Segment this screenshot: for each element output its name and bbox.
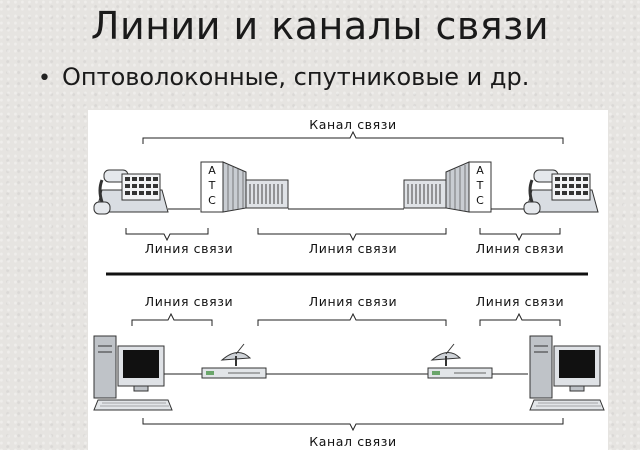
slide-title: Линии и каналы связи	[90, 4, 550, 48]
satellite-icon-left	[201, 343, 267, 379]
top-line-label-1: Линия связи	[145, 241, 233, 256]
bullet-marker: •	[38, 66, 51, 91]
bottom-line-brace-1	[131, 312, 213, 326]
bottom-channel-brace	[142, 418, 564, 432]
ats-left-letter-a: А	[208, 164, 216, 177]
bottom-line-label-2: Линия связи	[309, 294, 397, 309]
exchange-icon-right: А Т С	[403, 161, 492, 213]
ats-right-letter-a: А	[476, 164, 484, 177]
ats-left-letter-s: С	[208, 194, 216, 207]
bottom-line-label-3: Линия связи	[476, 294, 564, 309]
top-line-brace-1	[125, 228, 209, 242]
computer-icon-left	[93, 335, 173, 411]
top-line-brace-2	[257, 228, 447, 242]
top-line-label-2: Линия связи	[309, 241, 397, 256]
computer-icon-right	[529, 335, 605, 411]
top-channel-label: Канал связи	[309, 117, 396, 132]
ats-right-letter-s: С	[476, 194, 484, 207]
satellite-icon-right	[427, 343, 493, 379]
bottom-line-label-1: Линия связи	[145, 294, 233, 309]
bottom-line-brace-2	[257, 312, 447, 326]
phone-icon-left	[93, 169, 169, 215]
top-line-brace-3	[479, 228, 561, 242]
exchange-icon-left: А Т С	[200, 161, 289, 213]
top-line-label-3: Линия связи	[476, 241, 564, 256]
ats-left-letter-t: Т	[208, 179, 216, 192]
ats-right-letter-t: Т	[476, 179, 484, 192]
bottom-channel-label: Канал связи	[309, 434, 396, 449]
bottom-line-brace-3	[479, 312, 561, 326]
top-channel-brace	[142, 130, 564, 144]
phone-icon-right	[523, 169, 599, 215]
bullet-text: Оптоволоконные, спутниковые и др.	[62, 63, 530, 91]
network-diagram: Канал связи А Т С	[88, 110, 608, 450]
